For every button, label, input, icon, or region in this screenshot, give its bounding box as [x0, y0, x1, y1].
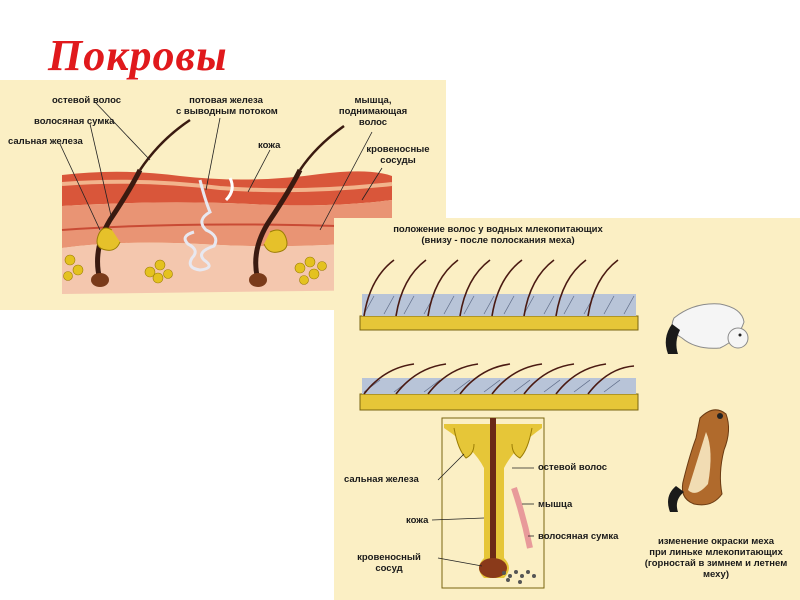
label-water-mammals-line1: положение волос у водных млекопитающих	[393, 224, 603, 235]
label-molting-line4: меху)	[702, 569, 730, 580]
label-skin: кожа	[258, 140, 281, 151]
label-molting-line1: изменение окраски меха	[657, 536, 775, 547]
label-sweat-gland-line2: с выводным потоком	[176, 106, 278, 117]
label-blood-vessels: кровеносные сосуды	[358, 144, 438, 166]
label-blood-vessel-line2: сосуд	[375, 563, 403, 574]
skin-cross-section-illustration	[0, 80, 446, 310]
label-guard-hair: остевой волос	[52, 95, 122, 106]
wet-fur-hairs	[362, 363, 636, 395]
label-blood-vessel-line1: кровеносный	[357, 552, 421, 563]
label-hair-follicle-2: волосяная сумка	[538, 531, 619, 542]
label-sweat-gland: потовая железа с выводным потоком	[176, 95, 278, 117]
label-blood-vessels-line2: сосуды	[380, 155, 416, 166]
label-sweat-gland-line1: потовая железа	[189, 95, 263, 106]
label-skin-2: кожа	[406, 515, 429, 526]
label-blood-vessel: кровеносный сосуд	[344, 552, 434, 574]
fur-and-molting-diagram: положение волос у водных млекопитающих (…	[334, 218, 800, 600]
hair-root-section	[441, 417, 545, 589]
label-guard-hair-2: остевой волос	[538, 462, 608, 473]
label-hair-follicle: волосяная сумка	[34, 116, 115, 127]
label-muscle: мышца, поднимающая волос	[338, 95, 408, 128]
label-sebaceous-gland-2: сальная железа	[344, 474, 419, 485]
label-muscle-line3: волос	[358, 117, 388, 128]
fur-and-molting-illustration	[334, 218, 800, 600]
skin-cross-section-diagram: остевой волос волосяная сумка сальная же…	[0, 80, 446, 310]
label-muscle-2: мышца	[538, 499, 573, 510]
label-molting-caption: изменение окраски меха при линьке млекоп…	[634, 536, 798, 580]
label-water-mammals-line2: (внизу - после полоскания меха)	[421, 235, 575, 246]
label-sebaceous-gland: сальная железа	[8, 136, 83, 147]
slide-title: Покровы	[48, 31, 228, 80]
label-water-mammals-title: положение волос у водных млекопитающих (…	[348, 224, 648, 246]
dry-fur-hairs	[362, 259, 636, 317]
label-muscle-line2: поднимающая	[338, 106, 408, 117]
ermine-summer-illustration	[668, 409, 730, 512]
label-muscle-line1: мышца,	[354, 95, 392, 106]
label-molting-line3: (горностай в зимнем и летнем	[644, 558, 788, 569]
label-molting-line2: при линьке млекопитающих	[649, 547, 783, 558]
ermine-winter-illustration	[665, 303, 749, 354]
label-blood-vessels-line1: кровеносные	[366, 144, 430, 155]
